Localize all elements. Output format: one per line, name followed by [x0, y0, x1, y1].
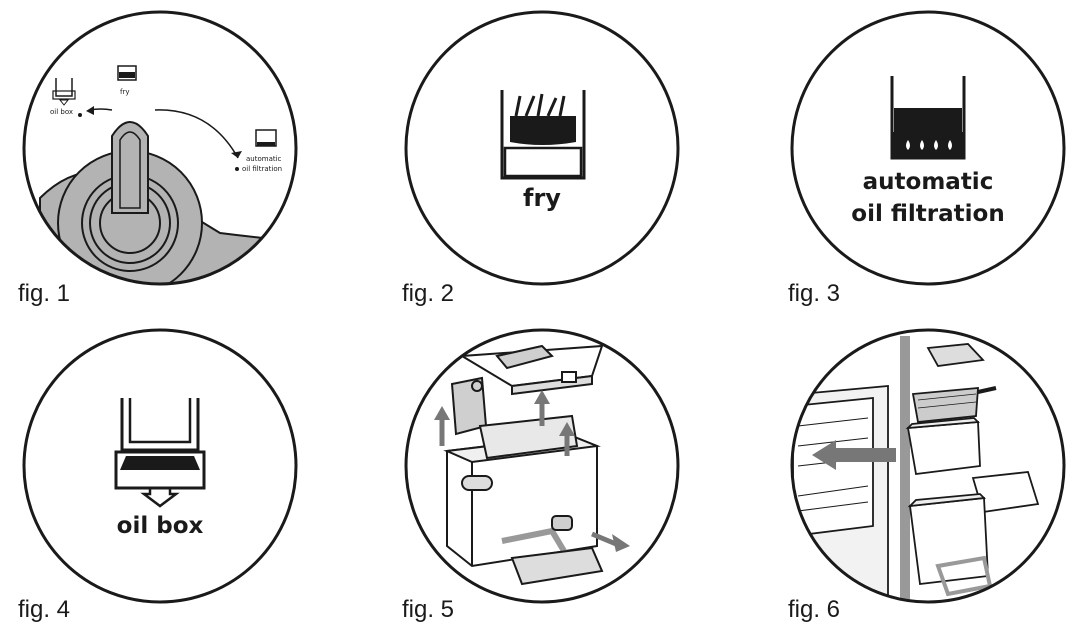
fig5-caption: fig. 5	[402, 596, 455, 623]
figure-5-panel	[402, 326, 682, 606]
fig3-label-line2: oil filtration	[851, 201, 1005, 227]
fig2-fry-label: fry	[523, 184, 561, 212]
oilbox-small-icon	[52, 78, 76, 106]
fig1-caption: fig. 1	[18, 280, 71, 307]
fig1-filtration-label-1: automatic	[246, 155, 282, 163]
figure-6-panel	[788, 326, 1068, 606]
dishwasher-illustration	[790, 328, 1066, 604]
filtration-small-icon	[255, 129, 277, 147]
fig6-caption: fig. 6	[788, 596, 841, 623]
knob-dial-illustration	[22, 10, 298, 286]
fig3-caption: fig. 3	[788, 280, 841, 307]
fig4-caption: fig. 4	[18, 596, 71, 623]
fig2-caption: fig. 2	[402, 280, 455, 307]
oilbox-icon	[114, 398, 206, 508]
oilbox-mode-illustration	[22, 328, 298, 604]
fig4-oilbox-label: oil box	[116, 513, 204, 539]
figure-2-panel: fry	[402, 8, 682, 288]
fig1-filtration-label-2: oil filtration	[242, 165, 283, 173]
fry-mode-illustration	[404, 10, 680, 286]
figure-1-panel: fry oil box automatic oil filtration	[20, 8, 300, 288]
fry-small-icon	[117, 65, 137, 81]
fig1-fry-label: fry	[120, 88, 130, 96]
figure-3-panel: automatic oil filtration	[788, 8, 1068, 288]
fig3-label-line1: automatic	[862, 169, 994, 195]
fry-icon	[500, 90, 586, 180]
figure-4-panel: oil box	[20, 326, 300, 606]
disassembly-illustration	[404, 328, 680, 604]
filtration-mode-illustration	[790, 10, 1066, 286]
fig1-oilbox-label: oil box	[50, 108, 74, 116]
filtration-icon	[890, 76, 966, 160]
